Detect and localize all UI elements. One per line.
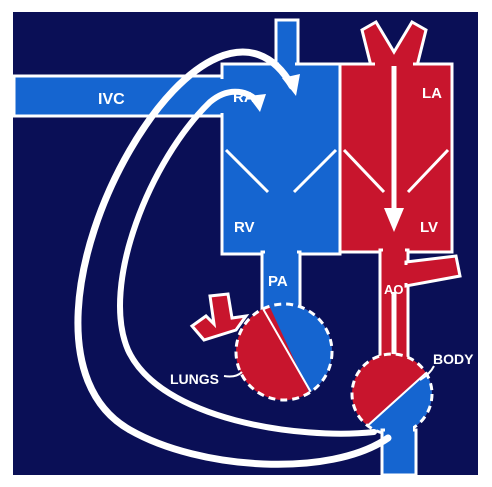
lungs-leader bbox=[224, 372, 242, 377]
label-lungs: LUNGS bbox=[170, 371, 219, 387]
aortic-branch bbox=[406, 256, 460, 286]
circulation-slide: IVC RA RV PA LA LV AO LUNGS BODY bbox=[13, 12, 478, 475]
circulation-diagram: IVC RA RV PA LA LV AO LUNGS BODY bbox=[13, 12, 478, 475]
label-la: LA bbox=[422, 85, 442, 102]
lung-branch bbox=[192, 294, 246, 340]
lungs bbox=[192, 290, 350, 420]
label-ra: RA bbox=[233, 89, 255, 106]
right-heart bbox=[14, 20, 340, 314]
label-ao: AO bbox=[384, 282, 404, 297]
label-body: BODY bbox=[433, 351, 474, 367]
label-lv: LV bbox=[420, 219, 438, 236]
body bbox=[350, 354, 440, 475]
label-pa: PA bbox=[268, 273, 288, 290]
label-ivc: IVC bbox=[98, 91, 125, 108]
label-rv: RV bbox=[234, 219, 255, 236]
left-heart bbox=[340, 22, 460, 386]
